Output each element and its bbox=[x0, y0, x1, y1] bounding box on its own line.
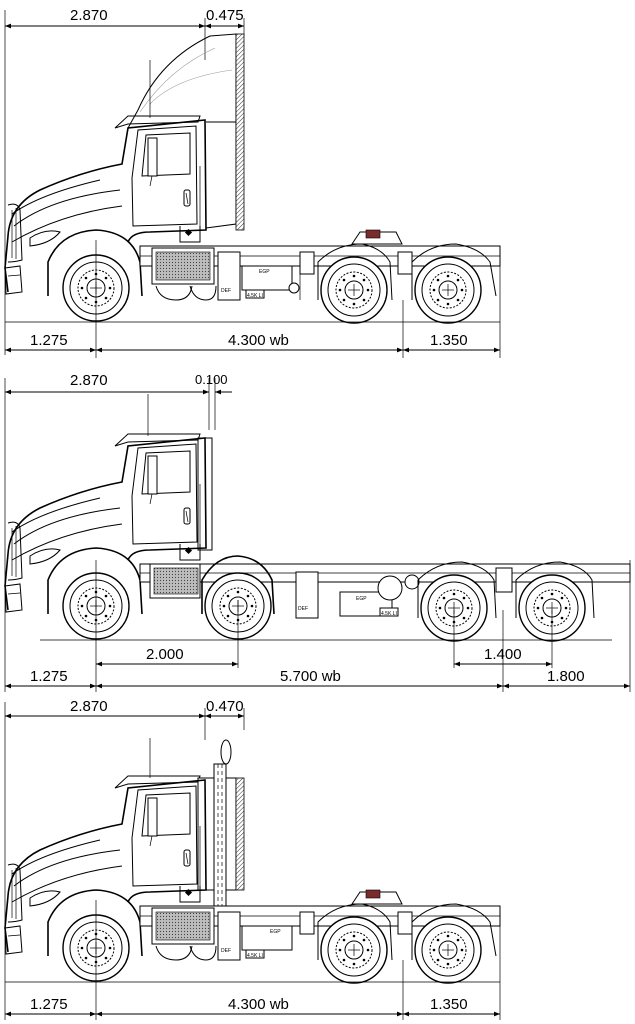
dim-front-overhang-middle: 1.275 bbox=[30, 668, 68, 685]
dim-rear-overhang-bottom: 1.350 bbox=[430, 996, 468, 1013]
dim-axle-spread-front-middle: 2.000 bbox=[146, 646, 184, 663]
dim-gap-bottom: 0.470 bbox=[206, 698, 244, 715]
dim-rear-overhang-middle: 1.800 bbox=[547, 668, 585, 685]
dim-wheelbase-bottom: 4.300 wb bbox=[228, 996, 289, 1013]
dim-rear-overhang-top: 1.350 bbox=[430, 332, 468, 349]
dim-front-overhang-bottom: 1.275 bbox=[30, 996, 68, 1013]
truck-diagram-middle: 2.870 0.100 DEF EGP 4.5K LI bbox=[4, 372, 631, 692]
egp-label-middle: EGP bbox=[356, 596, 367, 602]
def-label-middle: DEF bbox=[298, 606, 308, 612]
tag-label-top: 4.5K LI bbox=[247, 293, 263, 299]
dim-axle-spread-rear-middle: 1.400 bbox=[484, 646, 522, 663]
def-label-top: DEF bbox=[221, 288, 231, 294]
dim-cab-bottom: 2.870 bbox=[70, 698, 108, 715]
truck-diagram-bottom: 2.870 0.470 DEF 4.5K LI bbox=[4, 698, 501, 1020]
def-label-bottom: DEF bbox=[221, 948, 231, 954]
truck-diagram-top: 2.870 0.475 DEF 4.5K LI EGP bbox=[4, 7, 501, 358]
dim-gap-top: 0.475 bbox=[206, 7, 244, 24]
tag-label-middle: 4.5K LI bbox=[381, 611, 397, 617]
tag-label-bottom: 4.5K LI bbox=[247, 953, 263, 959]
dim-wheelbase-top: 4.300 wb bbox=[228, 332, 289, 349]
dim-cab-top: 2.870 bbox=[70, 7, 108, 24]
egp-label-bottom: EGP bbox=[270, 929, 281, 935]
dim-gap-middle: 0.100 bbox=[195, 372, 228, 387]
dim-cab-middle: 2.870 bbox=[70, 372, 108, 389]
dim-front-overhang-top: 1.275 bbox=[30, 332, 68, 349]
egp-label-top: EGP bbox=[259, 269, 270, 275]
dim-wheelbase-middle: 5.700 wb bbox=[280, 668, 341, 685]
